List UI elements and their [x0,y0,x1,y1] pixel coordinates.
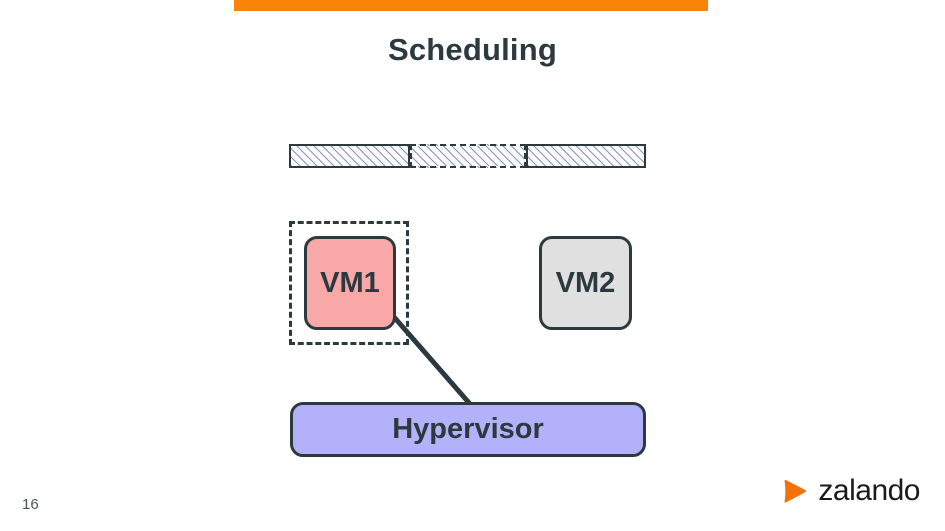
vm-box-vm1[interactable]: VM1 [304,236,396,330]
cpu-time-slice-timeline [289,144,646,168]
brand-wordmark: zalando [818,474,920,507]
brand-logo: zalando [780,476,920,506]
page-title: Scheduling [387,32,558,67]
vm1-label: VM1 [320,266,380,299]
vm-box-vm2[interactable]: VM2 [539,236,632,330]
vm2-label: VM2 [555,266,616,299]
zalando-play-mark-icon [784,479,807,503]
timeline-segment-2-active [410,144,526,168]
timeline-segment-1 [289,144,410,168]
hypervisor-label: Hypervisor [392,413,544,445]
page-number: 16 [22,496,39,513]
top-accent-bar [234,0,708,11]
hypervisor-box[interactable]: Hypervisor [290,402,646,457]
vm1-selection-frame [289,221,409,345]
timeline-segment-3 [526,144,646,168]
